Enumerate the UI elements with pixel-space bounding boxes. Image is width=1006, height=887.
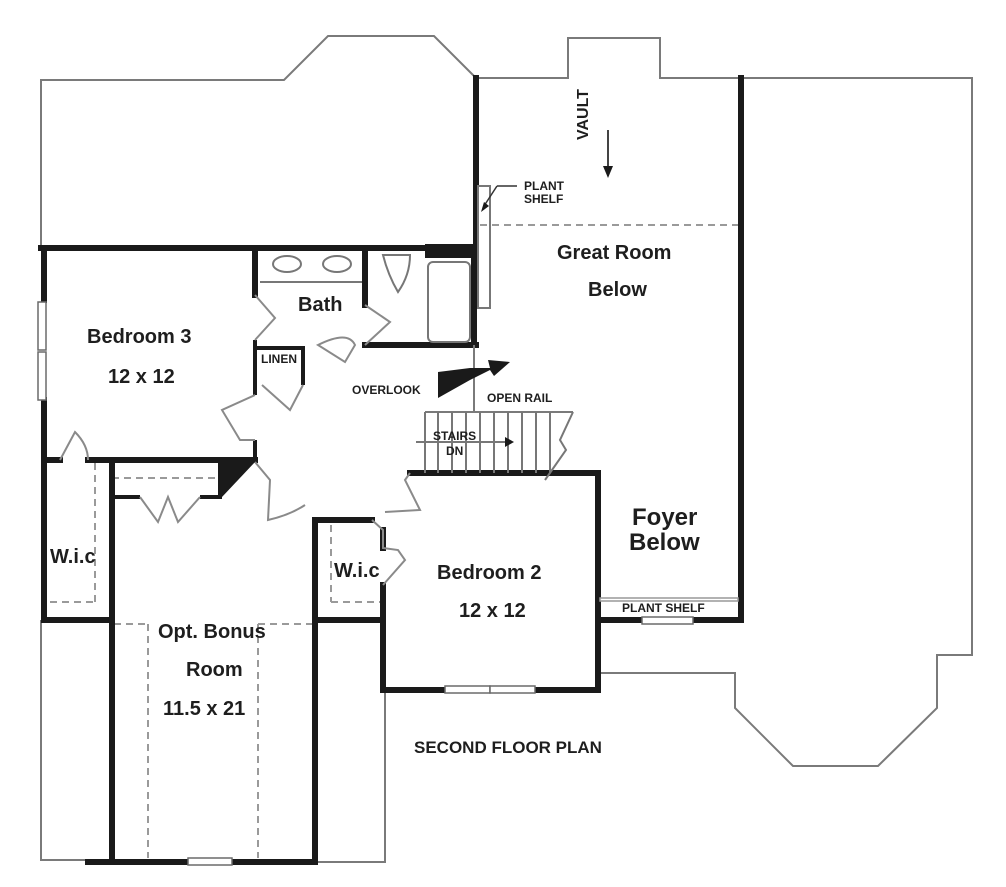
exterior-outline: [40, 35, 973, 863]
vault-arrow-icon: [603, 130, 613, 178]
plant-shelf-bottom-label: PLANT SHELF: [622, 601, 705, 615]
plant-shelf-leader-icon: [481, 185, 517, 212]
plan-title: SECOND FLOOR PLAN: [414, 738, 602, 757]
bedroom3-label: Bedroom 3: [87, 326, 192, 348]
bonus-room-label-line2: Room: [186, 659, 243, 681]
wic-right-label: W.i.c: [334, 560, 380, 582]
linen-label: LINEN: [261, 352, 297, 366]
plant-shelf-top-label-line1: PLANT: [524, 179, 564, 193]
stairs-label: STAIRS: [433, 429, 477, 443]
vault-label: VAULT: [575, 89, 592, 140]
wic-left-label: W.i.c: [50, 546, 96, 568]
overlook-arrow-icon: [438, 360, 510, 398]
bath-label: Bath: [298, 294, 343, 316]
stairs: [416, 345, 574, 481]
bedroom2-size: 12 x 12: [459, 600, 526, 622]
windows: [37, 301, 739, 866]
stairs-down-label: DN: [446, 444, 464, 458]
foyer-label: Foyer: [632, 504, 698, 531]
bonus-room-size: 11.5 x 21: [163, 698, 246, 720]
great-room-label: Great Room: [557, 242, 672, 264]
foyer-below-label: Below: [629, 529, 700, 556]
great-room-below-label: Below: [588, 279, 647, 301]
open-rail-label: OPEN RAIL: [487, 391, 553, 405]
doors: [59, 185, 491, 586]
bath-fixtures: [260, 254, 471, 343]
plant-shelf-top-label-line2: SHELF: [524, 192, 564, 206]
bedroom3-size: 12 x 12: [108, 366, 175, 388]
dashed-lines: [50, 224, 740, 858]
walls: [38, 75, 744, 865]
bedroom2-label: Bedroom 2: [437, 562, 542, 584]
overlook-label: OVERLOOK: [352, 383, 421, 397]
bonus-room-label: Opt. Bonus: [158, 621, 266, 643]
